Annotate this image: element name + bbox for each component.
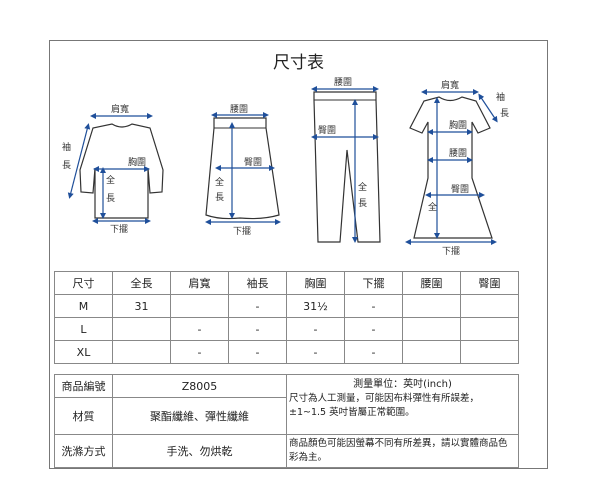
- table-cell: [460, 317, 519, 341]
- size-table: 尺寸 全長 肩寬 袖長 胸圍 下擺 腰圍 臀圍 M 31 - 31½ - L -…: [54, 271, 519, 364]
- dress-length-label: 全: [428, 201, 437, 213]
- header-cell: 肩寬: [170, 271, 229, 295]
- measure-note-cell: 測量單位：英吋(inch) 尺寸為人工測量，可能因布料彈性有所誤差，±1~1.5…: [286, 374, 519, 435]
- top-length-label-a: 全: [106, 174, 115, 186]
- table-row: L - - - -: [54, 317, 519, 341]
- table-cell: -: [170, 340, 229, 364]
- header-cell: 胸圍: [286, 271, 345, 295]
- skirt-hem-label: 下擺: [233, 225, 251, 237]
- top-sleeve-label-a: 袖: [62, 141, 71, 153]
- material-value: 聚酯纖維、彈性纖維: [112, 397, 287, 435]
- table-cell: [402, 317, 461, 341]
- table-cell: -: [344, 317, 403, 341]
- table-cell: -: [228, 294, 287, 318]
- measure-note: 尺寸為人工測量，可能因布料彈性有所誤差，±1~1.5 英吋皆屬正常範圍。: [289, 393, 480, 418]
- table-cell: [112, 340, 171, 364]
- product-code-label: 商品編號: [54, 374, 113, 398]
- header-cell: 腰圍: [402, 271, 461, 295]
- color-note: 商品顏色可能因螢幕不同有所差異，請以實體商品色彩為主。: [286, 434, 519, 468]
- table-cell: -: [344, 294, 403, 318]
- header-cell: 下擺: [344, 271, 403, 295]
- table-cell: -: [286, 317, 345, 341]
- table-cell: -: [170, 317, 229, 341]
- skirt-waist-label: 腰圍: [230, 104, 248, 115]
- table-cell: [402, 294, 461, 318]
- table-cell: [460, 294, 519, 318]
- unit-note: 測量單位：英吋(inch): [353, 379, 452, 390]
- table-cell: -: [228, 340, 287, 364]
- top-shoulder-label: 肩寬: [111, 103, 129, 115]
- size-chart-frame: [49, 40, 548, 469]
- dress-waist-label: 腰圍: [449, 148, 467, 159]
- size-table-header: 尺寸 全長 肩寬 袖長 胸圍 下擺 腰圍 臀圍: [54, 271, 519, 295]
- page-title: 尺寸表: [273, 53, 324, 73]
- table-cell: L: [54, 317, 113, 341]
- pants-length-label-a: 全: [358, 181, 367, 193]
- skirt-diagram: [205, 112, 281, 225]
- table-cell: M: [54, 294, 113, 318]
- dress-diagram: [405, 89, 498, 245]
- table-cell: [402, 340, 461, 364]
- top-hem-label: 下擺: [110, 223, 128, 235]
- dress-hem-label: 下擺: [442, 245, 460, 257]
- wash-value: 手洗、勿烘乾: [112, 434, 287, 468]
- skirt-length-label-a: 全: [215, 176, 224, 188]
- header-cell: 尺寸: [54, 271, 113, 295]
- table-row: M 31 - 31½ -: [54, 294, 519, 318]
- dress-shoulder-label: 肩寬: [441, 79, 459, 91]
- table-cell: [460, 340, 519, 364]
- table-cell: -: [228, 317, 287, 341]
- header-cell: 袖長: [228, 271, 287, 295]
- product-code-value: Z8005: [112, 374, 287, 398]
- pants-hip-label: 臀圍: [318, 125, 336, 136]
- skirt-hip-label: 臀圍: [244, 157, 262, 168]
- table-cell: 31½: [286, 294, 345, 318]
- table-cell: [170, 294, 229, 318]
- pants-diagram: [311, 86, 381, 243]
- header-cell: 臀圍: [460, 271, 519, 295]
- top-chest-label: 胸圍: [128, 156, 146, 168]
- table-cell: XL: [54, 340, 113, 364]
- skirt-length-label-b: 長: [215, 192, 224, 203]
- dress-chest-label: 胸圍: [449, 119, 467, 131]
- product-info-table: 商品編號 Z8005 測量單位：英吋(inch) 尺寸為人工測量，可能因布料彈性…: [54, 374, 519, 468]
- dress-sleeve-label-b: 長: [500, 108, 509, 119]
- material-label: 材質: [54, 397, 113, 435]
- table-cell: -: [286, 340, 345, 364]
- table-cell: -: [344, 340, 403, 364]
- table-row: XL - - - -: [54, 340, 519, 364]
- garment-diagrams: 肩寬 袖 長 胸圍 全 長 下擺 腰圍 臀圍 全 長 下擺 腰圍 臀圍 全 長 …: [62, 77, 509, 257]
- pants-length-label-b: 長: [358, 198, 367, 209]
- dress-hip-label: 臀圍: [451, 184, 469, 195]
- top-sleeve-label-b: 長: [62, 160, 71, 171]
- table-cell: 31: [112, 294, 171, 318]
- wash-label: 洗滌方式: [54, 434, 113, 468]
- top-length-label-b: 長: [106, 193, 115, 204]
- header-cell: 全長: [112, 271, 171, 295]
- dress-sleeve-label-a: 袖: [496, 91, 505, 103]
- table-cell: [112, 317, 171, 341]
- pants-waist-label: 腰圍: [334, 77, 352, 88]
- top-diagram: [67, 113, 164, 224]
